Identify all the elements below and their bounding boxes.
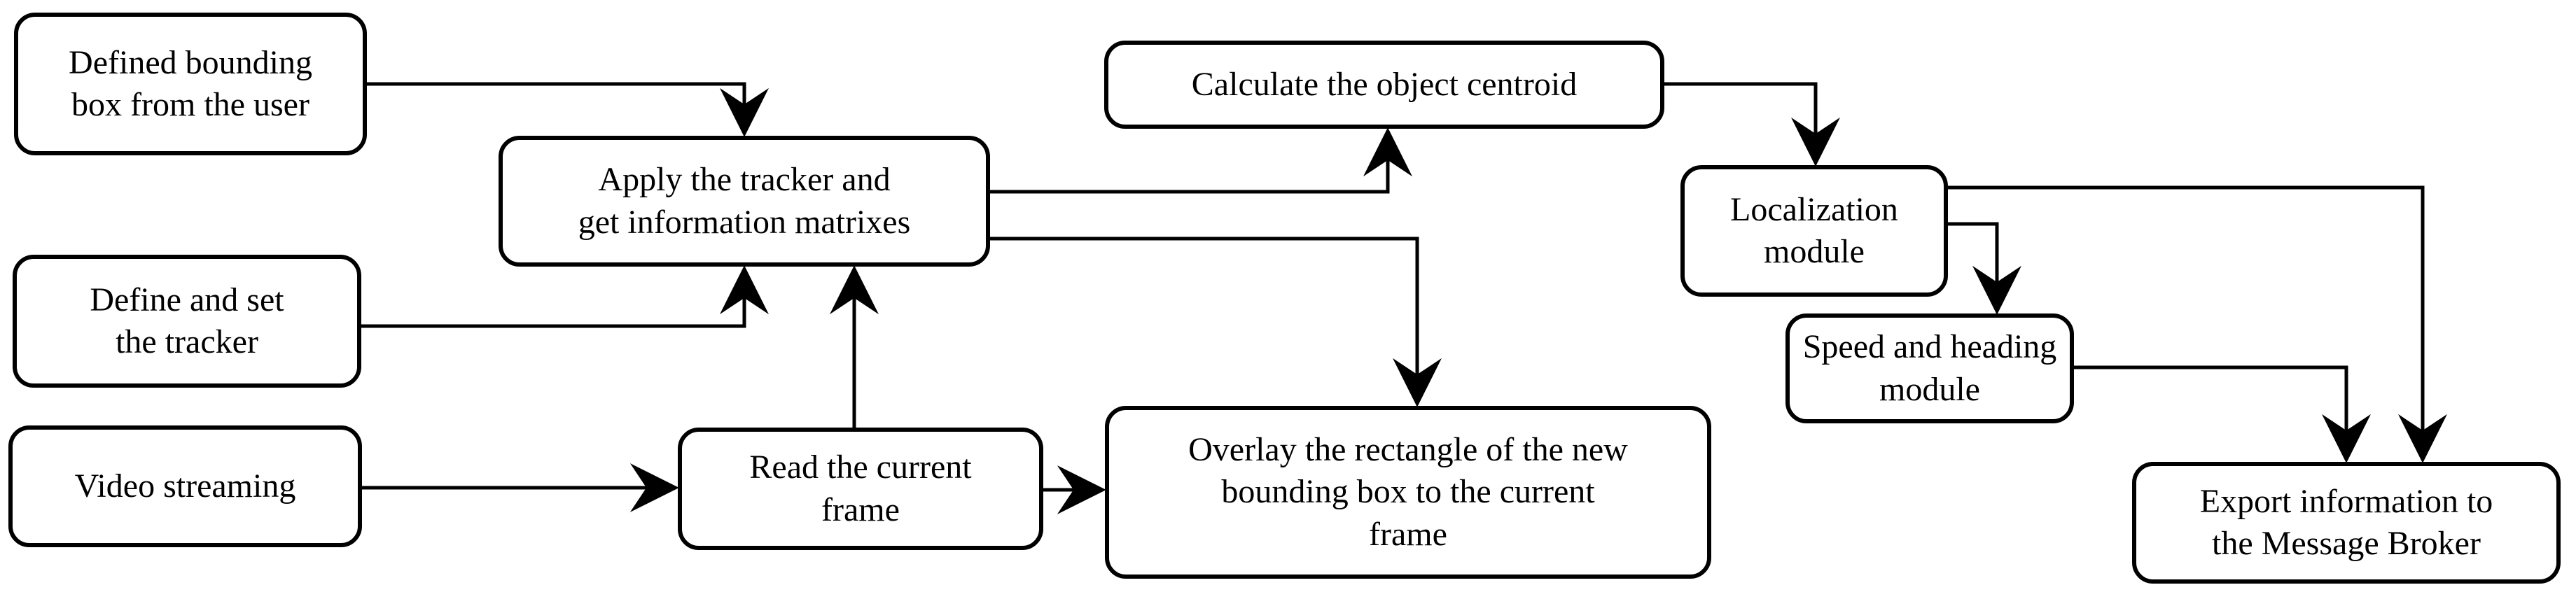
node-speed-heading-module-label: Speed and heading module: [1802, 328, 2057, 408]
node-overlay-rectangle-label: Overlay the rectangle of the new boundin…: [1188, 430, 1628, 553]
node-apply-tracker-label: Apply the tracker and get information ma…: [578, 161, 911, 241]
node-localization-module-label: Localization module: [1730, 190, 1898, 270]
node-apply-tracker: Apply the tracker and get information ma…: [499, 136, 990, 267]
node-video-streaming: Video streaming: [8, 425, 362, 547]
connector-defined-bounding-box-to-apply-tracker: [367, 82, 769, 137]
node-read-frame-label: Read the current frame: [749, 449, 972, 528]
node-defined-bounding-box-label: Defined bounding box from the user: [69, 43, 312, 123]
node-export-broker: Export information to the Message Broker: [2132, 462, 2561, 584]
node-export-broker-label: Export information to the Message Broker: [2199, 482, 2493, 562]
connector-apply-tracker-to-calculate-centroid: [990, 127, 1412, 194]
connector-localization-to-export-broker: [1948, 185, 2447, 463]
connector-calculate-centroid-to-localization: [1664, 82, 1840, 167]
node-overlay-rectangle: Overlay the rectangle of the new boundin…: [1105, 406, 1711, 579]
node-defined-bounding-box: Defined bounding box from the user: [14, 13, 367, 155]
connector-define-tracker-to-apply-tracker: [361, 265, 769, 328]
node-calculate-centroid: Calculate the object centroid: [1104, 41, 1664, 129]
node-speed-heading-module: Speed and heading module: [1785, 313, 2074, 423]
node-video-streaming-label: Video streaming: [74, 467, 296, 505]
connector-localization-to-speed-heading: [1948, 222, 2021, 315]
node-define-tracker: Define and set the tracker: [13, 255, 361, 388]
node-calculate-centroid-label: Calculate the object centroid: [1191, 65, 1578, 103]
connector-speed-heading-to-export-broker: [2074, 365, 2371, 463]
node-define-tracker-label: Define and set the tracker: [90, 281, 284, 360]
node-localization-module: Localization module: [1680, 165, 1948, 297]
connector-apply-tracker-to-overlay-rectangle: [990, 237, 1442, 407]
node-read-frame: Read the current frame: [678, 428, 1043, 550]
